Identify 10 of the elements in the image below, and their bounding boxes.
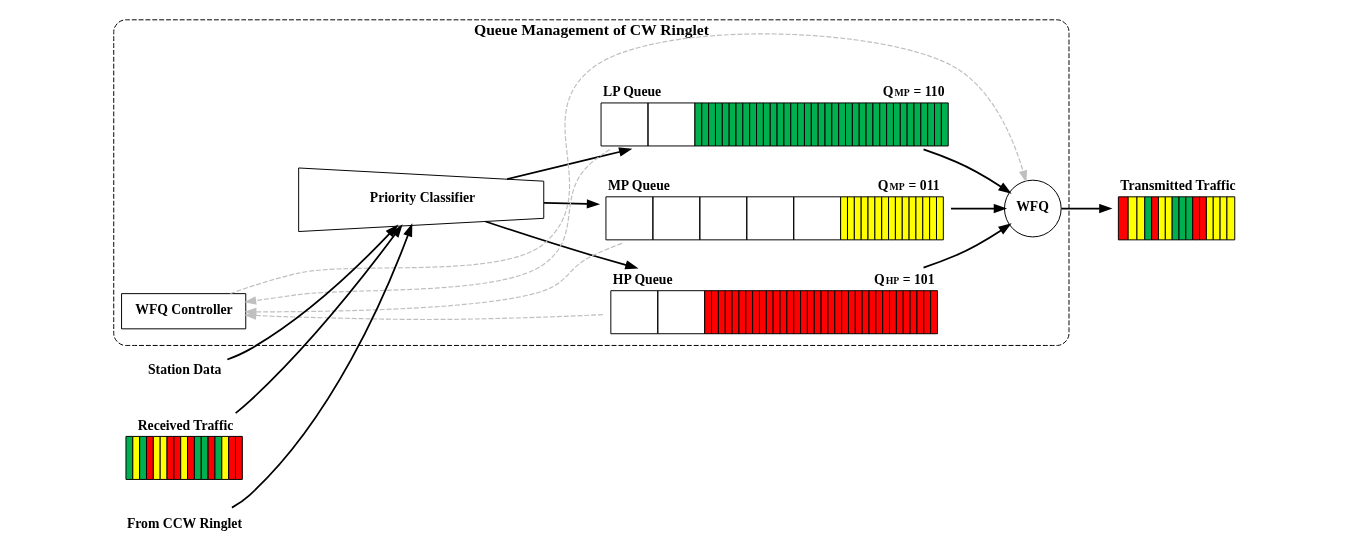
node-label: HP Queue <box>612 272 672 288</box>
node-label: Received Traffic <box>137 417 233 433</box>
node-label: QHP = 101 <box>873 272 935 288</box>
node-label: QMP = 011 <box>877 178 940 194</box>
node-text: From CCW Ringlet <box>126 516 242 532</box>
node-label: QMP = 110 <box>882 84 944 100</box>
node-label: MP Queue <box>607 178 670 194</box>
node-label: Transmitted Traffic <box>1119 178 1236 194</box>
node-text: Station Data <box>147 361 221 377</box>
node-label: LP Queue <box>602 84 661 100</box>
